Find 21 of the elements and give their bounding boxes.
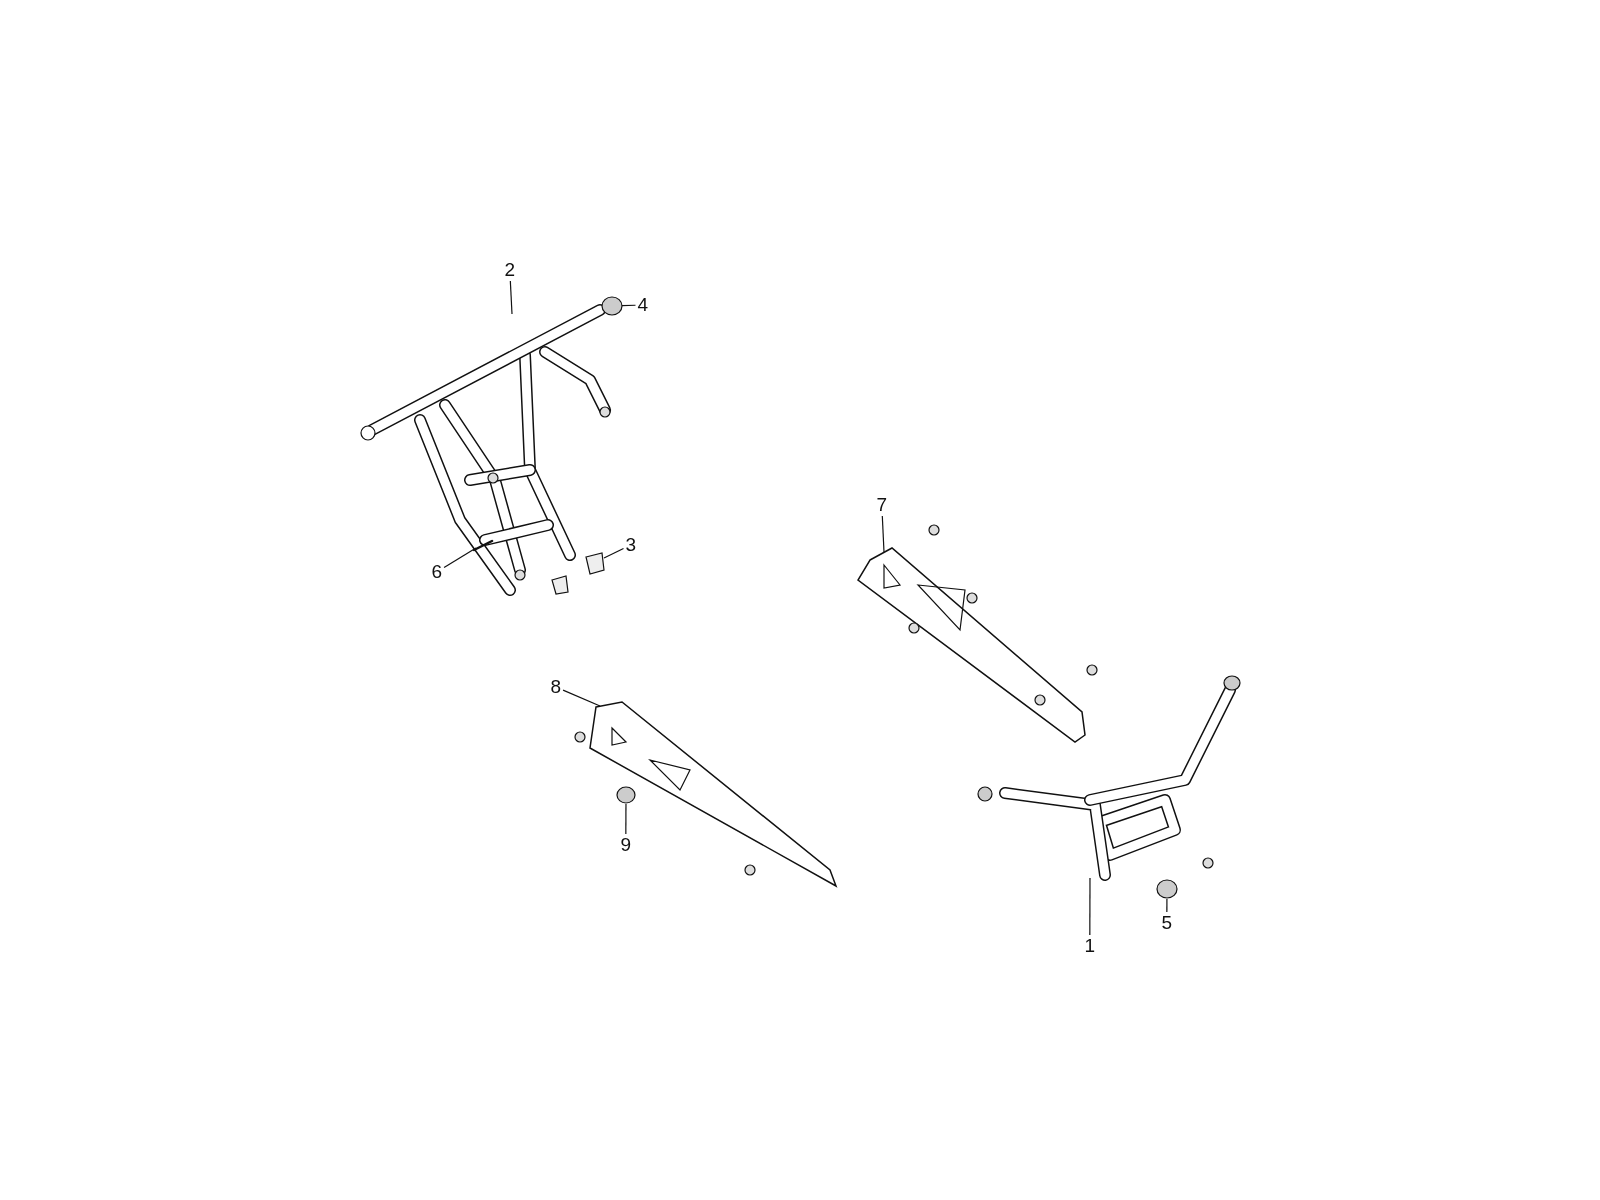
callout-number: 6 (431, 562, 443, 582)
nut-icon (615, 785, 637, 805)
callout-number: 2 (504, 260, 516, 280)
leader-line (625, 803, 627, 835)
nut-icon (1156, 878, 1178, 900)
callout-number: 5 (1161, 913, 1173, 933)
callout-number: 8 (550, 677, 562, 697)
leader-line (509, 280, 513, 315)
nut-icon (600, 295, 624, 317)
callout-number: 3 (625, 535, 637, 555)
callout-number: 9 (620, 835, 632, 855)
leader-line (603, 547, 625, 559)
callout-number: 7 (876, 495, 888, 515)
leader-line (621, 304, 637, 307)
callout-number: 4 (637, 295, 649, 315)
leader-line (881, 515, 885, 553)
leader-line (1166, 898, 1168, 913)
leader-line (443, 547, 477, 569)
callout-number: 1 (1084, 936, 1096, 956)
leader-line (562, 689, 601, 707)
leader-line (1089, 877, 1091, 936)
